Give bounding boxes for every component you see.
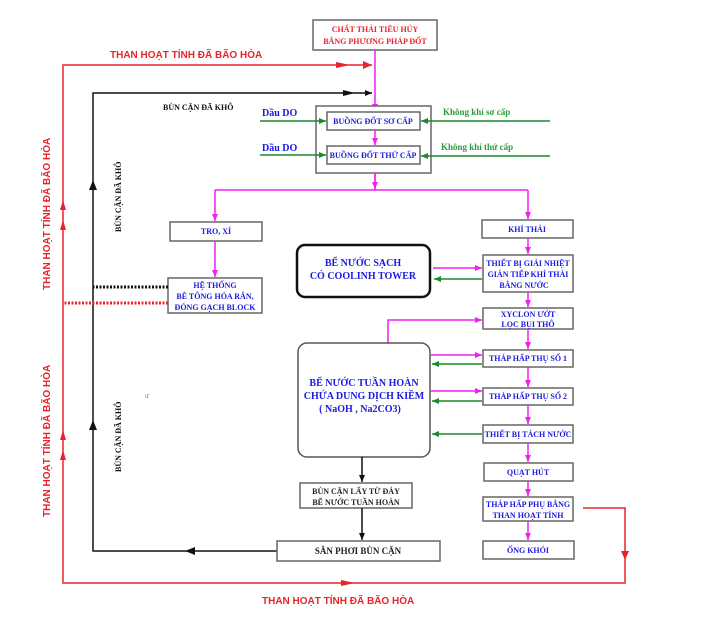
- recirculation-tank: [297, 342, 431, 458]
- primary-air-label: Không khí sơ cấp: [443, 107, 510, 117]
- solidification-line3: ĐÓNG GẠCH BLOCK: [175, 302, 257, 312]
- secondary-chamber-label: BUỒNG ĐỐT THỨ CẤP: [330, 150, 417, 160]
- waste-input-line1: CHẤT THẢI TIÊU HỦY: [332, 24, 419, 34]
- heat-exchanger-line3: BẰNG NƯỚC: [499, 280, 548, 290]
- fuel-label-2: Dầu DO: [262, 143, 298, 154]
- carbon-label-top: THAN HOẠT TÍNH ĐÃ BÃO HÒA: [110, 48, 262, 61]
- carbon-label-left-1: THAN HOẠT TÍNH ĐÃ BÃO HÒA: [40, 138, 53, 290]
- sludge-return-loop: [89, 90, 372, 555]
- chimney-label: ỐNG KHÓI: [507, 545, 549, 555]
- clean-water-tank-line2: CÓ COOLINH TOWER: [310, 270, 417, 282]
- primary-chamber-label: BUỒNG ĐỐT SƠ CẤP: [333, 116, 413, 126]
- exhaust-gas-label: KHÍ THẢI: [508, 224, 546, 234]
- solidification-line1: HỆ THỐNG: [193, 280, 236, 290]
- fuel-label-1: Dầu DO: [262, 108, 298, 119]
- recirculation-tank-line2: CHỨA DUNG DỊCH KIỀM: [304, 389, 425, 402]
- exhaust-fan-label: QUẠT HÚT: [507, 467, 550, 477]
- bottom-sludge-line1: BÙN CẶN LẤY TỪ ĐÁY: [312, 486, 400, 496]
- sludge-label-left-1: BÙN CẶN ĐÃ KHÔ: [113, 162, 123, 232]
- carbon-label-bottom: THAN HOẠT TÍNH ĐÃ BÃO HÒA: [262, 594, 414, 607]
- solidification-box: [167, 277, 263, 314]
- clean-water-tank: [295, 243, 432, 299]
- clean-water-tank-line1: BỂ NƯỚC SẠCH: [325, 256, 402, 269]
- wet-cyclone-line2: LỌC BỤI THÔ: [501, 319, 554, 329]
- bottom-sludge-box: [299, 482, 413, 509]
- heat-exchanger-line2: GIÁN TIẾP KHÍ THẢI: [488, 269, 569, 279]
- carbon-adsorber-line1: THÁP HẤP PHỤ BẰNG: [486, 499, 570, 509]
- solidification-line2: BÊ TÔNG HÓA RẮN,: [176, 291, 253, 301]
- ash-label: TRO, XỈ: [201, 226, 231, 236]
- secondary-air-label: Không khí thứ cấp: [441, 142, 513, 152]
- waste-input-line2: BẰNG PHƯƠNG PHÁP ĐỐT: [323, 36, 427, 46]
- chimney-box: [482, 540, 575, 560]
- stray-mark: ư: [145, 392, 149, 400]
- absorber-1-label: THÁP HẤP THỤ SỐ 1: [489, 353, 567, 363]
- recirculation-tank-line1: BỂ NƯỚC TUẦN HOÀN: [309, 376, 419, 389]
- carbon-adsorber-line2: THAN HOẠT TÍNH: [493, 510, 565, 520]
- sludge-label-left-2: BÙN CẶN ĐÃ KHÔ: [113, 402, 123, 472]
- ash-box: [169, 221, 263, 242]
- carbon-return-loop: [60, 61, 629, 586]
- sludge-drying-yard-label: SÂN PHƠI BÙN CẶN: [315, 546, 402, 556]
- wet-cyclone-line1: XYCLON ƯỚT: [501, 309, 556, 319]
- bottom-sludge-line2: BỂ NƯỚC TUẦN HOÀN: [312, 497, 400, 507]
- carbon-label-left-2: THAN HOẠT TÍNH ĐÃ BÃO HÒA: [40, 365, 53, 517]
- heat-exchanger-box: [482, 254, 574, 293]
- secondary-chamber-box: [326, 145, 421, 165]
- absorber-2-label: THÁP HẤP THỤ SỐ 2: [489, 391, 567, 401]
- primary-chamber-box: [326, 111, 421, 131]
- recirculation-tank-line3: ( NaOH , Na2CO3): [319, 404, 401, 415]
- water-separator-label: THIẾT BỊ TÁCH NƯỚC: [485, 429, 572, 439]
- heat-exchanger-line1: THIẾT BỊ GIẢI NHIỆT: [486, 258, 570, 268]
- waste-input-box: [312, 19, 438, 51]
- sludge-label-top: BÙN CẶN ĐÃ KHÔ: [163, 102, 233, 112]
- sludge-drying-yard-box: [276, 540, 441, 562]
